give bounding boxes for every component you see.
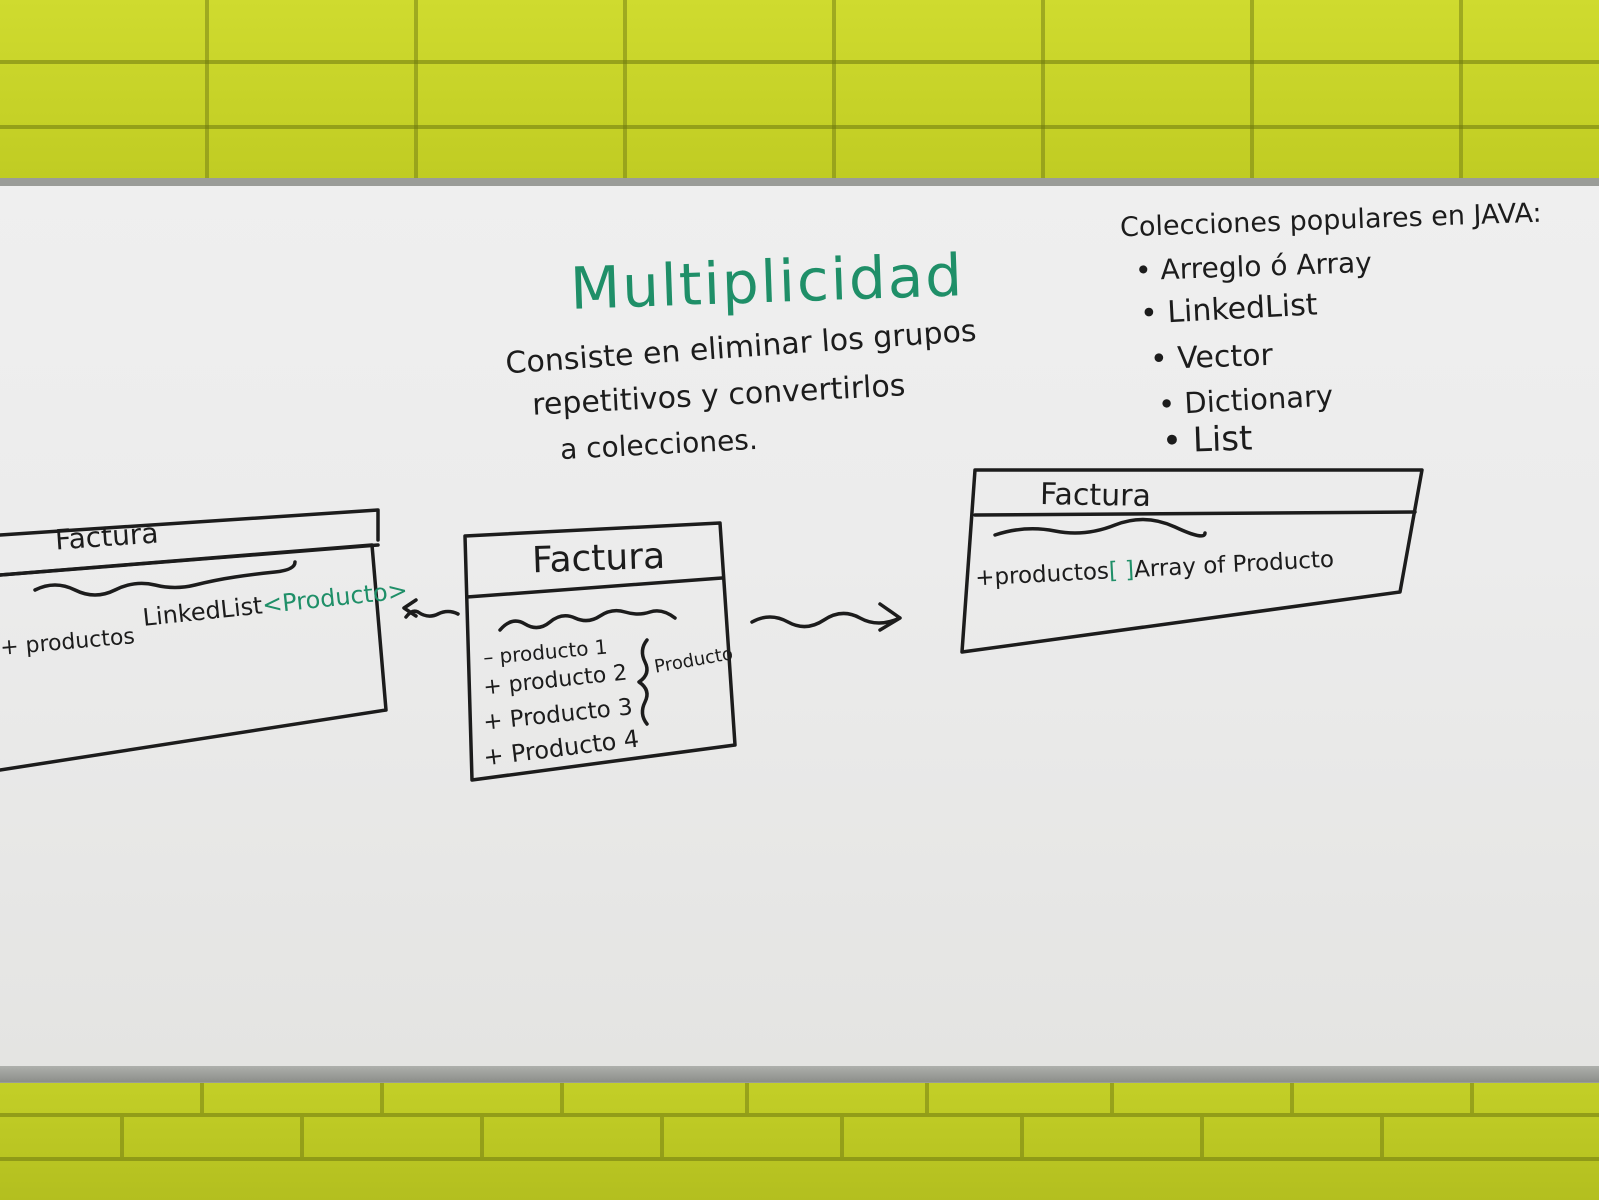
uml-left-squiggle <box>33 560 297 597</box>
uml-middle-squiggle <box>498 608 677 632</box>
collection-item-vector: • Vector <box>1149 337 1274 378</box>
uml-left-divider <box>0 543 380 577</box>
uml-middle-box <box>463 521 737 782</box>
brick-wall-bottom <box>0 1075 1599 1200</box>
uml-middle-brace <box>637 638 649 726</box>
page-title: Multiplicidad <box>568 241 966 323</box>
uml-right-class-name: Factura <box>1039 477 1152 514</box>
collection-item-list: • List <box>1161 418 1253 462</box>
uml-right-box <box>960 468 1424 654</box>
uml-right-squiggle <box>993 517 1207 538</box>
uml-right-divider <box>973 510 1417 517</box>
uml-middle-class-name: Factura <box>531 535 666 582</box>
uml-middle-divider <box>465 576 724 599</box>
arrow-left <box>402 598 460 619</box>
whiteboard <box>0 186 1599 1074</box>
brick-wall-top <box>0 0 1599 190</box>
arrow-right <box>750 602 902 632</box>
uml-right-attr-brackets: [ ] <box>1108 557 1135 585</box>
whiteboard-rail <box>0 1066 1599 1082</box>
